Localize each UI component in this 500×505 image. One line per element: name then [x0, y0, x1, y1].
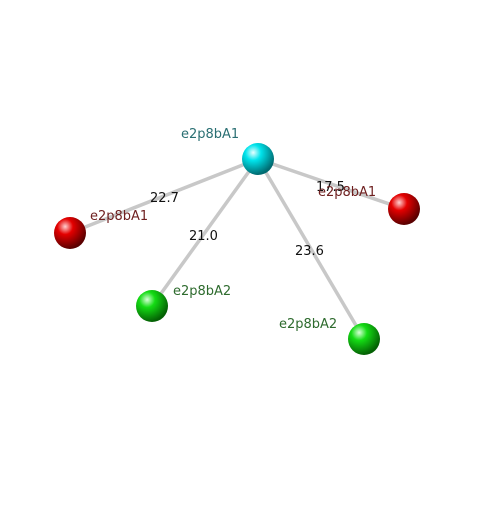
- edge-center-green-left: [150, 157, 260, 308]
- node-label-center: e2p8bA1: [181, 127, 239, 142]
- edges: [69, 157, 405, 340]
- edge-label: 21.0: [189, 229, 218, 244]
- node-label-right-red: e2p8bA1: [318, 185, 376, 200]
- edge-label: 23.6: [295, 244, 324, 259]
- edge-label: 22.7: [150, 191, 179, 206]
- node-right-red-sphere: [388, 193, 420, 225]
- node-label-green-left: e2p8bA2: [173, 284, 231, 299]
- node-label-green-right: e2p8bA2: [279, 317, 337, 332]
- node-green-left-sphere: [136, 290, 168, 322]
- edge-center-right-red: [257, 157, 405, 211]
- nodes: [54, 143, 420, 355]
- node-labels: e2p8bA1 e2p8bA1 e2p8bA1 e2p8bA2 e2p8bA2: [90, 127, 376, 332]
- node-green-right-sphere: [348, 323, 380, 355]
- node-label-left-red: e2p8bA1: [90, 209, 148, 224]
- edge-labels: 22.7 21.0 23.6 17.5: [150, 180, 345, 259]
- node-center-sphere: [242, 143, 274, 175]
- node-left-red-sphere: [54, 217, 86, 249]
- edge-label: 17.5: [316, 180, 345, 195]
- edge-center-left-red: [69, 157, 259, 235]
- edge-center-green-right: [256, 158, 366, 340]
